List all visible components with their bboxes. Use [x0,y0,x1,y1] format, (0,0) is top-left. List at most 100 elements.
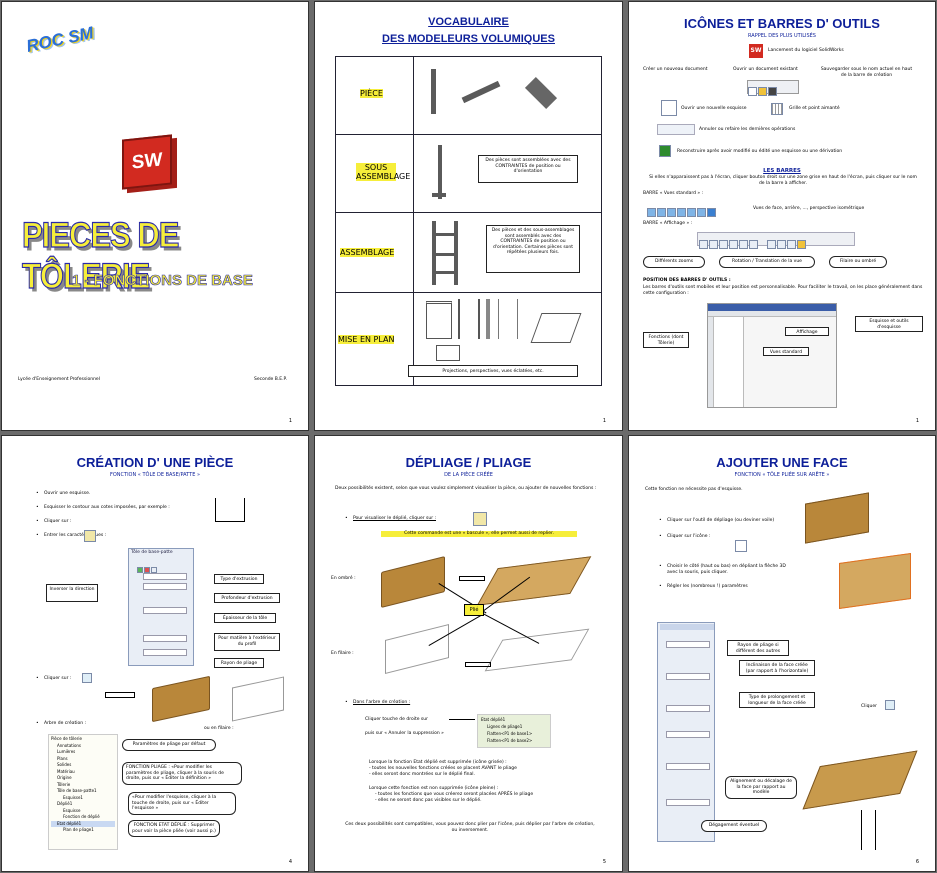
open-doc-text: Ouvrir un document existant [733,67,798,72]
undo-text: Annuler ou refaire les dernières opérati… [699,127,796,132]
tree-item[interactable]: Tôle de base-patte1 [57,788,97,793]
page-number: 1 [602,418,606,424]
step-enter-values: Entrer les caractéristiques : [36,533,236,539]
vocab-row-assemblage: ASSEMBLAGE Des pièces et des sous-assemb… [336,213,601,293]
zoom-area-icon[interactable] [709,240,718,249]
wireframe-icon[interactable] [767,240,776,249]
ok-check-icon[interactable] [82,673,92,683]
tree-item[interactable]: Lumières [57,749,76,754]
unfold-toggle-icon[interactable] [473,512,487,526]
tree-item[interactable]: Déplié1 [57,801,73,806]
edge-flange-icon[interactable] [735,540,747,552]
step-draw-contour: Esquisser le contour aux cotes imposées,… [36,505,236,511]
creation-title: CRÉATION D' UNE PIÈCE [76,455,234,470]
creation-steps-bottom: Cliquer sur : [36,676,236,690]
step-set-params: Régler les (nombreux !) paramètres [659,584,791,590]
zoom-fit-icon[interactable] [699,240,708,249]
panel-title: Tôle de base-patte [131,550,173,555]
page-number: 5 [602,859,606,865]
tree-item[interactable]: Annotations [57,742,82,748]
pan-view-icon[interactable] [749,240,758,249]
page-1-cover: ROC SM SW PIECES DE TÔLERIE 1 - FONCTION… [1,1,309,431]
piece-bar-vertical [431,69,436,114]
sw-window-screenshot [707,303,837,408]
tree-item[interactable]: Esquisse [63,807,81,813]
view-iso-icon[interactable] [707,208,716,217]
tree-item[interactable]: Tôlerie [57,781,71,787]
zoom-select-icon[interactable] [729,240,738,249]
tree-item[interactable]: Plan de pliage1 [63,827,94,832]
tree-item[interactable]: Flatten<P1 de base2> [487,738,533,743]
thickness-callout: Épaisseur de la tôle [214,613,276,623]
view-bottom-icon[interactable] [697,208,706,217]
step-visualize-unfold: Pour visualiser le déplié, cliquer sur : [345,516,545,522]
sketch-pencil-icon[interactable] [661,100,677,116]
unfolded-wire-plate [484,628,590,672]
dimension-line-vertical [861,810,862,850]
display-bar-label: BARRE « Affichage » : [643,221,693,226]
page-5-unfold: DÉPLIAGE / PLIAGE DE LA PIÈCE CRÉÉE Deux… [314,435,623,872]
alignment-callout: Alignement ou décalage de la face par ra… [725,776,797,799]
base-flange-icon[interactable] [84,530,96,542]
new-doc-text: Créer un nouveau document [643,67,708,72]
cancel-icon[interactable] [144,566,150,573]
position-text: Les barres d'outils sont mobiles et leur… [643,285,923,296]
view-right-icon[interactable] [677,208,686,217]
tree-item[interactable]: Etat déplié1 [51,820,115,827]
view-front-icon[interactable] [647,208,656,217]
creation-tree-step: Arbre de création : [36,721,236,735]
zoom-in-out-icon[interactable] [719,240,728,249]
tree-item[interactable]: Matériau [57,768,75,774]
tree-item[interactable]: Origine [57,775,72,780]
suppressed-line-1: Lorsque la fonction Etat déplié est supp… [369,760,507,765]
launch-text: Lancement du logiciel SolidWorks [768,48,844,53]
edge-flange-panel [657,622,715,842]
open-folder-icon[interactable] [758,87,767,96]
shaded-icon[interactable] [797,240,806,249]
new-doc-icon[interactable] [748,87,757,96]
std-views-label: BARRE « Vues standard » : [643,191,704,196]
sw-logo-text: SW [131,149,163,174]
ok-check-icon[interactable] [885,700,895,710]
wireframe-label: ou en filaire : [204,726,234,731]
page-3-icons: ICÔNES ET BARRES D' OUTILS RAPPEL DES PL… [628,1,936,431]
step-click-on: Cliquer sur : [36,519,236,525]
cover-title: PIECES DE TÔLERIE [22,214,180,297]
rebuild-traffic-light-icon[interactable] [659,145,671,157]
tree-instruction-1: Cliquer touche de droite sur [365,717,428,722]
toggle-note: Cette commande est une « bascule », elle… [381,531,577,537]
tree-item[interactable]: Plans [57,755,68,761]
rebuild-text: Reconstruire après avoir modifié ou édit… [677,149,843,154]
vocab-row-piece: PIÈCE [336,57,601,135]
compatibility-note: Ces deux possibilités sont compatibles, … [345,822,595,833]
ok-icon[interactable] [137,566,143,573]
final-flange-part [802,750,918,810]
tree-item[interactable]: Esquisse1 [63,794,83,800]
tree-item[interactable]: Lignes de pliage1 [487,724,523,729]
unfold-step-1: Pour visualiser le déplié, cliquer sur : [345,516,545,530]
view-top-icon[interactable] [687,208,696,217]
extrusion-depth-callout: Profondeur d'extrusion [214,593,280,603]
plie-label: Plié [464,604,484,616]
help-icon[interactable] [151,566,157,573]
save-disk-icon[interactable] [768,87,777,96]
tree-item[interactable]: Solides [57,762,72,767]
undo-redo-icons[interactable] [657,124,695,135]
tree-item[interactable]: Etat déplié1 [481,717,506,722]
page-2-vocabulary: VOCABULAIRE DES MODELEURS VOLUMIQUES PIÈ… [314,1,623,431]
vocab-row-mise-en-plan: MISE EN PLAN Projections, perspectives, … [336,293,601,385]
view-left-icon[interactable] [667,208,676,217]
grid-icon[interactable] [771,103,783,115]
tree-item[interactable]: Flatten<P1 de base1> [487,731,533,736]
page-number: 6 [915,859,919,865]
rotate-view-icon[interactable] [739,240,748,249]
tree-item[interactable]: Pièce de tôlerie [51,736,82,741]
footer-school: Lycée d'Enseignement Professionnel [18,377,100,382]
hidden-removed-icon[interactable] [787,240,796,249]
view-back-icon[interactable] [657,208,666,217]
flat-state-callout: FONCTION ETAT DÉPLIÉ : Supprimer pour vo… [128,820,220,837]
hidden-lines-icon[interactable] [777,240,786,249]
tree-item[interactable]: Fonction de déplié [63,814,100,819]
bend-radius-callout: Rayon de pliage si différent des autres [727,640,789,656]
flange-preview-part [839,552,911,610]
